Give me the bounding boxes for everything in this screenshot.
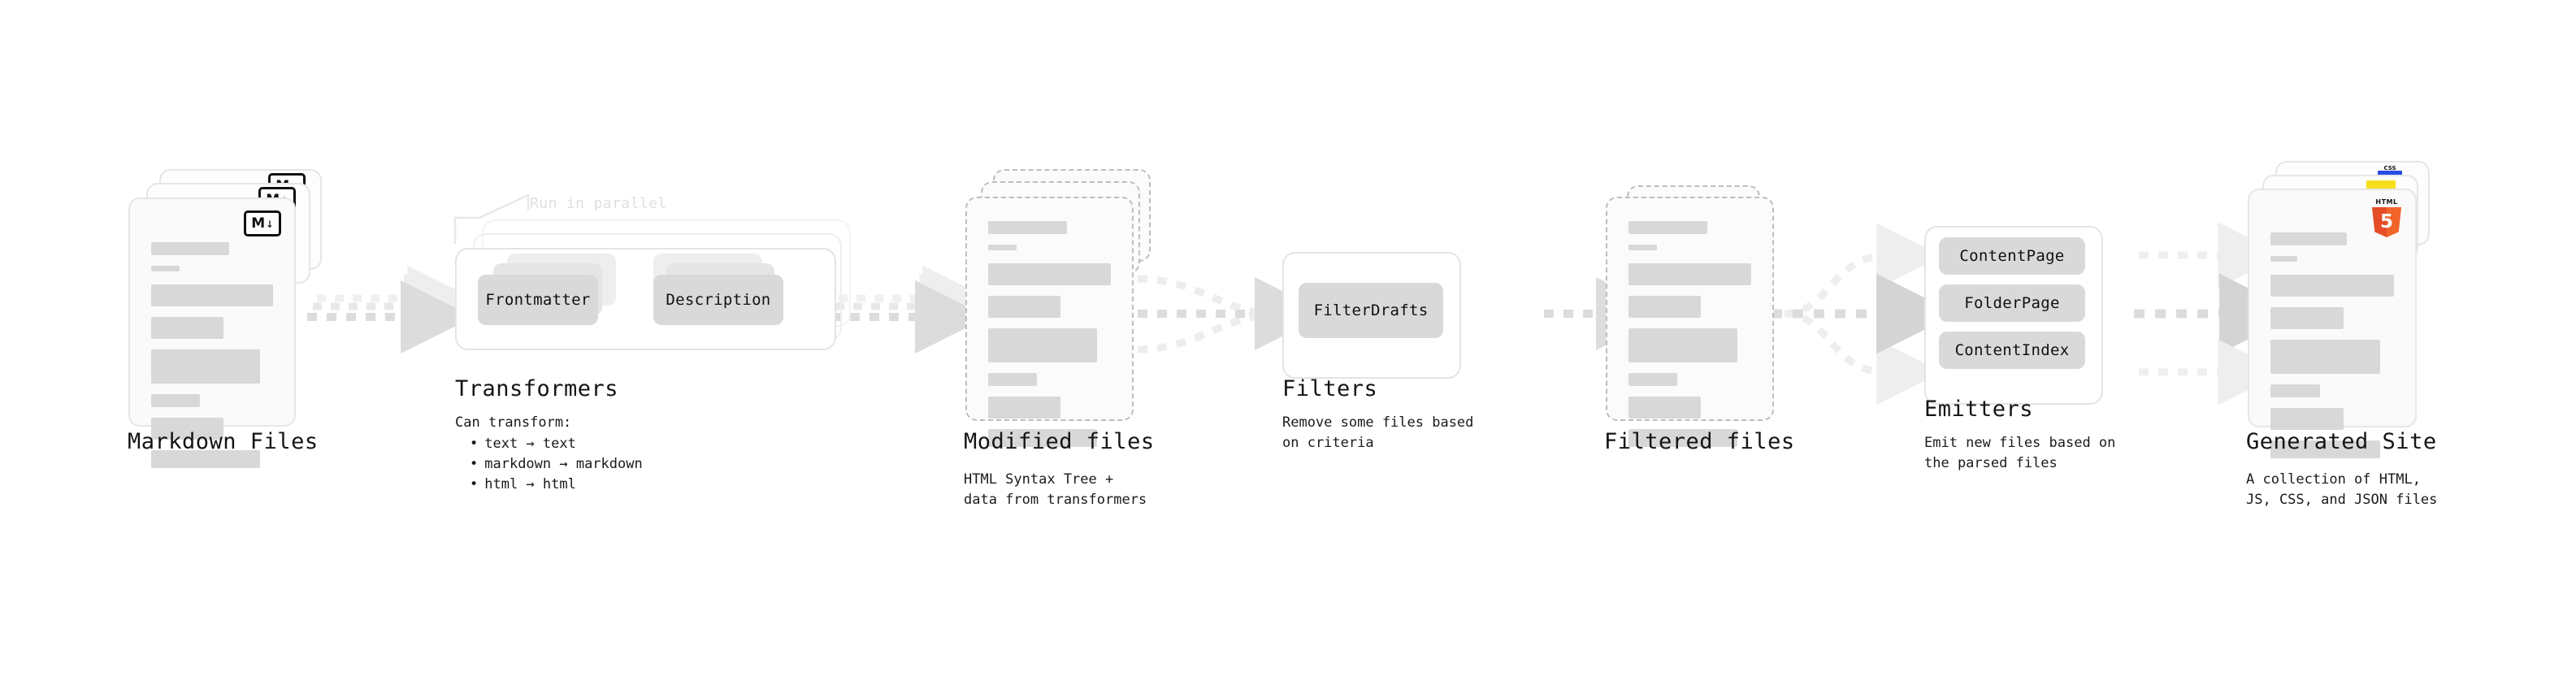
generated-site-card-front[interactable]: HTML 5 xyxy=(2248,189,2417,458)
bar-para-3 xyxy=(988,328,1098,362)
emitter-node-folderpage[interactable]: FolderPage xyxy=(1939,284,2085,322)
transformers-desc-heading: Can transform: xyxy=(455,414,572,431)
bar-title xyxy=(151,242,229,255)
bar-para-6 xyxy=(2270,440,2381,458)
stage-title-markdown-files: Markdown Files xyxy=(128,429,319,454)
arrow-emitters-to-site xyxy=(2134,222,2300,406)
bar-title xyxy=(988,221,1067,234)
bar-para-4 xyxy=(988,373,1038,386)
bar-subtitle xyxy=(2270,256,2298,262)
bar-para-6 xyxy=(1628,429,1738,447)
card-content-bars xyxy=(2270,232,2394,469)
card-content-bars xyxy=(988,221,1111,458)
markdown-badge-front: M↓ xyxy=(244,210,281,236)
css3-badge: CSS xyxy=(2378,165,2563,178)
bar-para-4 xyxy=(2270,384,2320,397)
bar-para-1 xyxy=(988,263,1111,285)
bar-para-6 xyxy=(151,450,260,468)
bar-para-3 xyxy=(1628,328,1738,362)
css-badge-label: CSS xyxy=(2383,165,2396,171)
modified-files-description: HTML Syntax Tree + data from transformer… xyxy=(964,471,1147,508)
stage-title-filters: Filters xyxy=(1282,376,1378,401)
emitter-node-contentpage[interactable]: ContentPage xyxy=(1939,237,2085,275)
bar-para-5 xyxy=(151,418,223,440)
html5-badge-digit: 5 xyxy=(2379,211,2393,232)
bar-para-2 xyxy=(988,296,1061,318)
filters-description: Remove some files based on criteria xyxy=(1282,414,1474,451)
md-arrow: ↓ xyxy=(266,215,274,231)
bar-subtitle xyxy=(1628,245,1657,250)
modified-file-card-front[interactable] xyxy=(965,197,1134,447)
card-content-bars xyxy=(151,232,273,479)
emitters-description: Emit new files based on the parsed files xyxy=(1924,435,2116,471)
bar-para-5 xyxy=(988,397,1061,419)
transformers-bullet-list: text → text markdown → markdown html → h… xyxy=(455,434,643,495)
bar-para-3 xyxy=(151,349,260,384)
transformers-bullet-1: markdown → markdown xyxy=(470,454,642,475)
filter-node-filterdrafts[interactable]: FilterDrafts xyxy=(1299,283,1443,338)
bar-para-4 xyxy=(1628,373,1678,386)
bar-para-5 xyxy=(1628,397,1702,419)
html5-badge-label: HTML xyxy=(2375,198,2398,206)
transformers-bullet-0: text → text xyxy=(470,434,643,454)
bar-para-3 xyxy=(2270,340,2381,374)
bar-para-2 xyxy=(151,317,223,339)
arrow-filtered-to-emitters xyxy=(1772,223,1957,406)
stage-title-emitters: Emitters xyxy=(1924,397,2034,422)
stage-title-modified-files: Modified files xyxy=(964,429,1155,454)
bar-para-5 xyxy=(2270,408,2344,430)
transformer-node-frontmatter[interactable]: Frontmatter xyxy=(478,275,598,325)
bar-para-1 xyxy=(151,284,273,306)
card-content-bars xyxy=(1628,221,1751,458)
bar-subtitle xyxy=(151,266,180,271)
bar-para-1 xyxy=(2270,275,2394,297)
bar-para-6 xyxy=(988,429,1098,447)
arrow-markdown-to-transformers xyxy=(307,265,474,354)
run-in-parallel-note: Run in parallel xyxy=(530,195,667,212)
bar-para-2 xyxy=(2270,307,2344,329)
html5-badge: HTML 5 xyxy=(2370,198,2404,237)
generated-site-description: A collection of HTML, JS, CSS, and JSON … xyxy=(2246,471,2438,508)
bar-para-2 xyxy=(1628,296,1702,318)
filtered-file-card-front[interactable] xyxy=(1606,197,1774,447)
bar-para-1 xyxy=(1628,263,1751,285)
transformers-description: Can transform: text → text markdown → ma… xyxy=(455,413,643,496)
html5-shield-shape xyxy=(2372,207,2401,237)
stage-title-generated-site: Generated Site xyxy=(2246,429,2437,454)
stage-title-filtered-files: Filtered files xyxy=(1604,429,1795,454)
bar-title xyxy=(1628,221,1707,234)
stage-title-transformers: Transformers xyxy=(455,376,619,401)
bar-para-4 xyxy=(151,394,200,407)
bar-subtitle xyxy=(988,245,1017,250)
emitter-node-contentindex[interactable]: ContentIndex xyxy=(1939,332,2085,369)
transformer-node-description[interactable]: Description xyxy=(653,275,783,325)
markdown-file-card-front[interactable]: M↓ xyxy=(128,197,296,468)
arrow-modified-to-filters xyxy=(1137,275,1328,354)
bar-title xyxy=(2270,232,2348,245)
transformers-bullet-2: html → html xyxy=(470,475,643,495)
md-letter: M xyxy=(251,215,266,232)
